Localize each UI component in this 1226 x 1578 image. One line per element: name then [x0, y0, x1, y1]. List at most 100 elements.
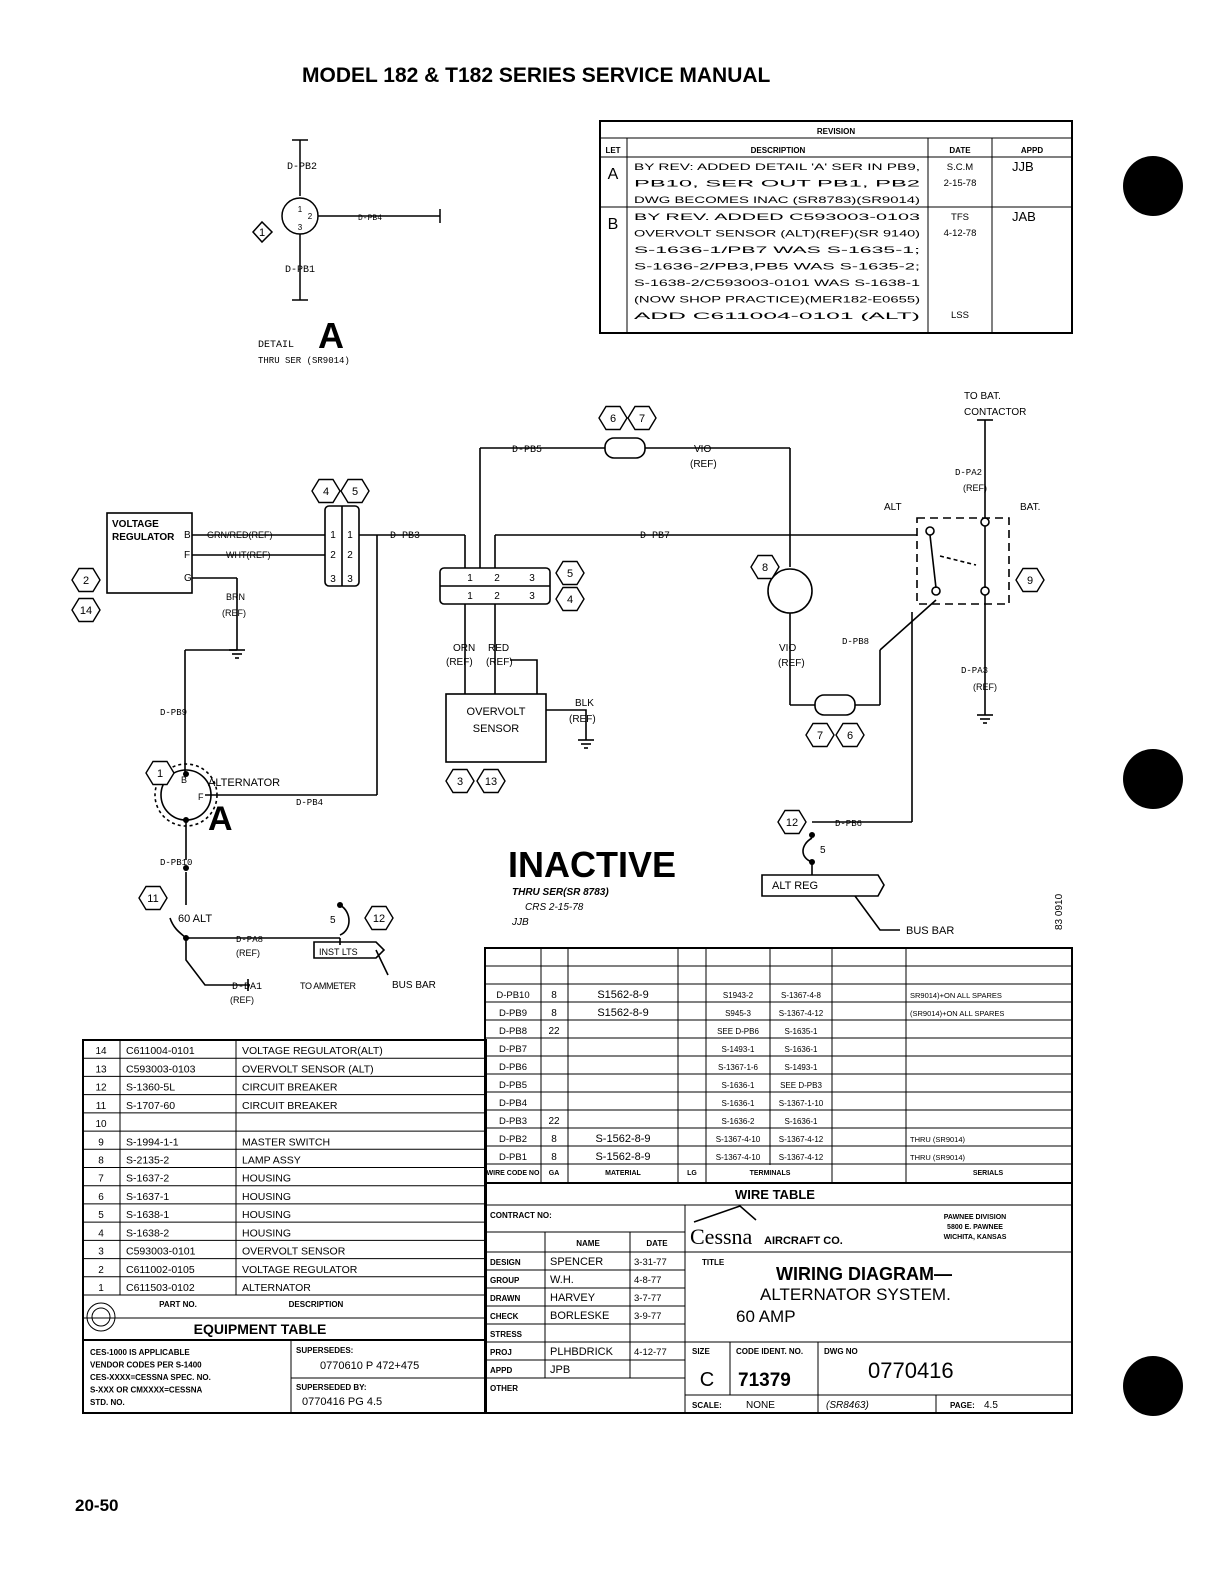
signoff-role: CHECK — [490, 1312, 519, 1321]
wire-code: D-PB8 — [499, 1026, 527, 1037]
overvolt-sensor-label-1: OVERVOLT — [467, 706, 526, 718]
equipment-description: CIRCUIT BREAKER — [242, 1082, 338, 1094]
voltage-regulator-label-1: VOLTAGE — [112, 519, 159, 530]
callout-number: 12 — [786, 817, 798, 829]
connector-b-pin-2b: 2 — [494, 591, 500, 602]
wire-terminal-a: S-1636-1 — [722, 1081, 755, 1090]
equipment-item-number: 5 — [98, 1210, 104, 1221]
wire-gauge: 8 — [551, 1134, 557, 1145]
callout-number: 9 — [1027, 575, 1033, 587]
wire-table-caption: WIRE TABLE — [735, 1187, 815, 1202]
binder-hole-middle — [1123, 749, 1183, 809]
signoff-name: SPENCER — [550, 1256, 603, 1268]
equipment-item-number: 10 — [95, 1119, 107, 1130]
wire-code: D-PB5 — [499, 1080, 527, 1091]
equipment-part-number: S-1994-1-1 — [126, 1136, 179, 1148]
wire-gauge: 8 — [551, 1152, 557, 1163]
wire-serials: SR9014)+ON ALL SPARES — [910, 991, 1002, 1000]
callout-hexagon — [555, 586, 585, 612]
switch-alt-label: ALT — [884, 502, 902, 513]
revision-approval: JJB — [1012, 159, 1034, 174]
signoff-role: PROJ — [490, 1348, 512, 1357]
equipment-col-desc: DESCRIPTION — [289, 1300, 344, 1309]
voltage-regulator-pin-f: F — [184, 550, 190, 561]
revision-letter: A — [608, 166, 619, 183]
wire-label-brn-1: BRN — [226, 592, 245, 602]
alternator-pin-b: B — [181, 775, 187, 785]
callout-hexagon — [340, 478, 370, 504]
equipment-item-number: 13 — [95, 1064, 107, 1075]
equipment-part-number: C611002-0105 — [126, 1264, 195, 1276]
equipment-part-number: S-1360-5L — [126, 1082, 175, 1094]
wire-serials: (SR9014)+ON ALL SPARES — [910, 1009, 1004, 1018]
signoff-name-header: NAME — [576, 1239, 600, 1248]
note-line: CES-XXXX=CESSNA SPEC. NO. — [90, 1373, 211, 1382]
wire-label-pa3-1: D-PA3 — [961, 666, 988, 676]
revision-desc-line: BY REV: ADDED DETAIL 'A' SER IN PB9, — [634, 162, 920, 173]
wire-code: D-PB6 — [499, 1062, 527, 1073]
callout-hexagon — [145, 760, 175, 786]
revision-block — [599, 120, 1073, 334]
callout-number: 14 — [80, 605, 92, 617]
schematic-terminal-dots — [183, 771, 815, 941]
callout-hexagon — [777, 809, 807, 835]
connector-a-pin-1b: 1 — [347, 530, 353, 541]
callout-number: 13 — [485, 776, 497, 788]
page-label: PAGE: — [950, 1401, 975, 1410]
equipment-description: LAMP ASSY — [242, 1155, 301, 1167]
equipment-part-number: S-1637-1 — [126, 1191, 169, 1203]
wire-label-orn-2: (REF) — [446, 657, 473, 668]
revision-desc-line: S-1636-2/PB3,PB5 WAS S-1635-2; — [634, 262, 920, 273]
equipment-description: VOLTAGE REGULATOR — [242, 1264, 358, 1276]
callout-number: 12 — [373, 913, 385, 925]
supersedes-value: 0770610 P 472+475 — [320, 1360, 419, 1372]
alternator-label: ALTERNATOR — [208, 777, 280, 789]
callout-number: 7 — [639, 413, 645, 425]
detail-a-pin-3: 3 — [298, 223, 303, 232]
equipment-description: HOUSING — [242, 1227, 291, 1239]
wire-terminal-a: S-1636-1 — [722, 1099, 755, 1108]
revision-desc-line: S-1638-2/C593003-0101 WAS S-1638-1 — [634, 278, 920, 289]
equipment-item-number: 9 — [98, 1137, 104, 1148]
overvolt-sensor-label-2: SENSOR — [473, 723, 520, 735]
revision-date: TFS — [951, 212, 969, 223]
scale-label: SCALE: — [692, 1401, 722, 1410]
equipment-item-number: 8 — [98, 1156, 104, 1167]
division-line-1: PAWNEE DIVISION — [944, 1214, 1007, 1221]
wire-label-da1-1: D-DA1 — [232, 982, 262, 993]
revision-desc-line: (NOW SHOP PRACTICE)(MER182-E0655) — [634, 295, 920, 306]
wire-material: S-1562-8-9 — [595, 1133, 650, 1145]
wire-material: S1562-8-9 — [597, 1007, 648, 1019]
equipment-part-number: S-1638-1 — [126, 1209, 169, 1221]
contract-label: CONTRACT NO: — [490, 1211, 552, 1220]
equipment-description: HOUSING — [242, 1191, 291, 1203]
division-line-3: WICHITA, KANSAS — [944, 1234, 1007, 1241]
callout-number: 8 — [762, 562, 768, 574]
callout-number: 4 — [567, 594, 573, 606]
equipment-table-caption: EQUIPMENT TABLE — [194, 1321, 327, 1337]
wire-terminal-b: S-1367-4-12 — [779, 1135, 824, 1144]
equipment-item-number: 12 — [95, 1083, 107, 1094]
wire-code: D-PB10 — [496, 990, 529, 1001]
wire-gauge: 22 — [548, 1116, 560, 1127]
side-code: 83 0910 — [1054, 893, 1065, 930]
inst-lts-label: INST LTS — [319, 947, 358, 957]
wire-terminal-a: S-1636-2 — [722, 1117, 755, 1126]
callout-hexagon — [835, 722, 865, 748]
division-line-2: 5800 E. PAWNEE — [947, 1224, 1003, 1231]
signoff-role: GROUP — [490, 1276, 520, 1285]
revision-col-desc: DESCRIPTION — [751, 146, 806, 155]
revision-letter: B — [608, 216, 619, 233]
connector-a-pin-3b: 3 — [347, 574, 353, 585]
wire-label-pa3-2: (REF) — [973, 682, 997, 692]
connector-b-pin-2: 2 — [494, 573, 500, 584]
equipment-item-number: 7 — [98, 1174, 104, 1185]
wire-label-wht: WHT(REF) — [226, 550, 271, 560]
equipment-item-number: 14 — [95, 1046, 107, 1057]
wire-table-header: SERIALS — [973, 1170, 1004, 1177]
callout-hexagon — [138, 885, 168, 911]
page-value: 4.5 — [984, 1400, 998, 1411]
callout-hexagon — [627, 405, 657, 431]
